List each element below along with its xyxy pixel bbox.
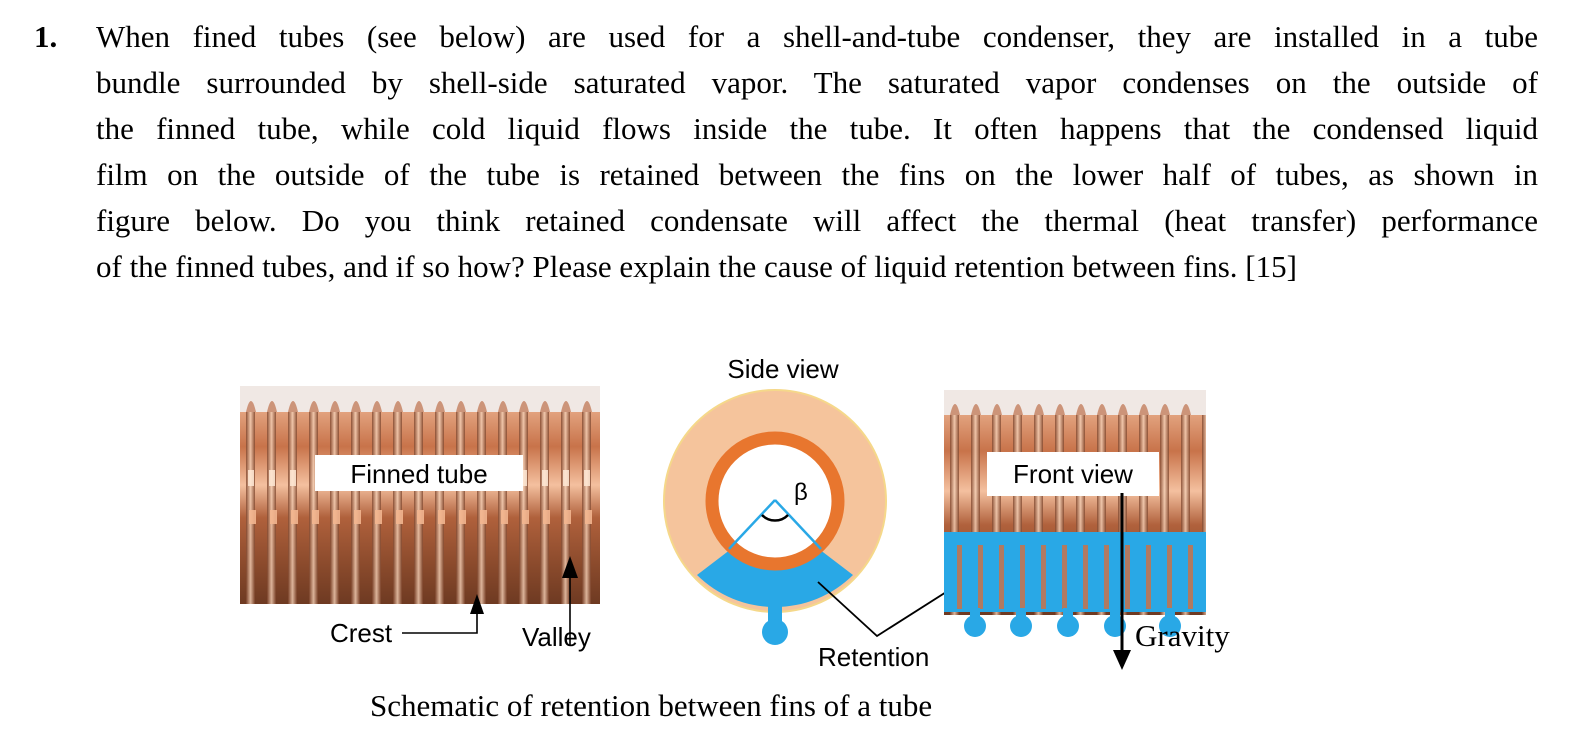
droplet xyxy=(762,619,788,645)
question-line: When fined tubes (see below) are used fo… xyxy=(96,19,1538,54)
front-view-label: Front view xyxy=(1013,459,1133,489)
gravity-label: Gravity xyxy=(1135,618,1230,653)
side-view-diagram: β xyxy=(663,389,887,645)
question-line: of the finned tubes, and if so how? Plea… xyxy=(96,249,1297,284)
finned-tube-label-box xyxy=(315,455,523,491)
figure-caption: Schematic of retention between fins of a… xyxy=(370,688,933,723)
gravity-arrow-icon xyxy=(1113,650,1131,670)
question-line: the finned tube, while cold liquid flows… xyxy=(96,111,1538,146)
droplets-row xyxy=(964,608,1181,637)
retention-segment xyxy=(697,575,853,608)
finned-tube-illustration: Finned tube xyxy=(240,386,600,604)
crest-valley-annotations xyxy=(402,573,571,646)
front-retention-band xyxy=(944,532,1206,612)
crest-label: Crest xyxy=(330,618,393,648)
question-line: bundle surrounded by shell-side saturate… xyxy=(96,65,1538,100)
front-view-label-box xyxy=(987,452,1159,496)
front-view-illustration: Front view xyxy=(944,390,1206,637)
question-line: figure below. Do you think retained cond… xyxy=(96,203,1538,238)
beta-label: β xyxy=(794,479,808,506)
question-line: film on the outside of the tube is retai… xyxy=(96,157,1538,192)
question-number: 1. xyxy=(34,19,58,54)
finned-tube-label: Finned tube xyxy=(350,459,487,489)
valley-label: Valley xyxy=(522,622,591,652)
question-text: When fined tubes (see below) are used fo… xyxy=(96,14,1538,290)
side-view-label: Side view xyxy=(727,354,838,384)
crest-arrow-icon xyxy=(470,594,484,614)
valley-arrow-icon xyxy=(562,556,578,578)
retention-label: Retention xyxy=(818,642,929,672)
